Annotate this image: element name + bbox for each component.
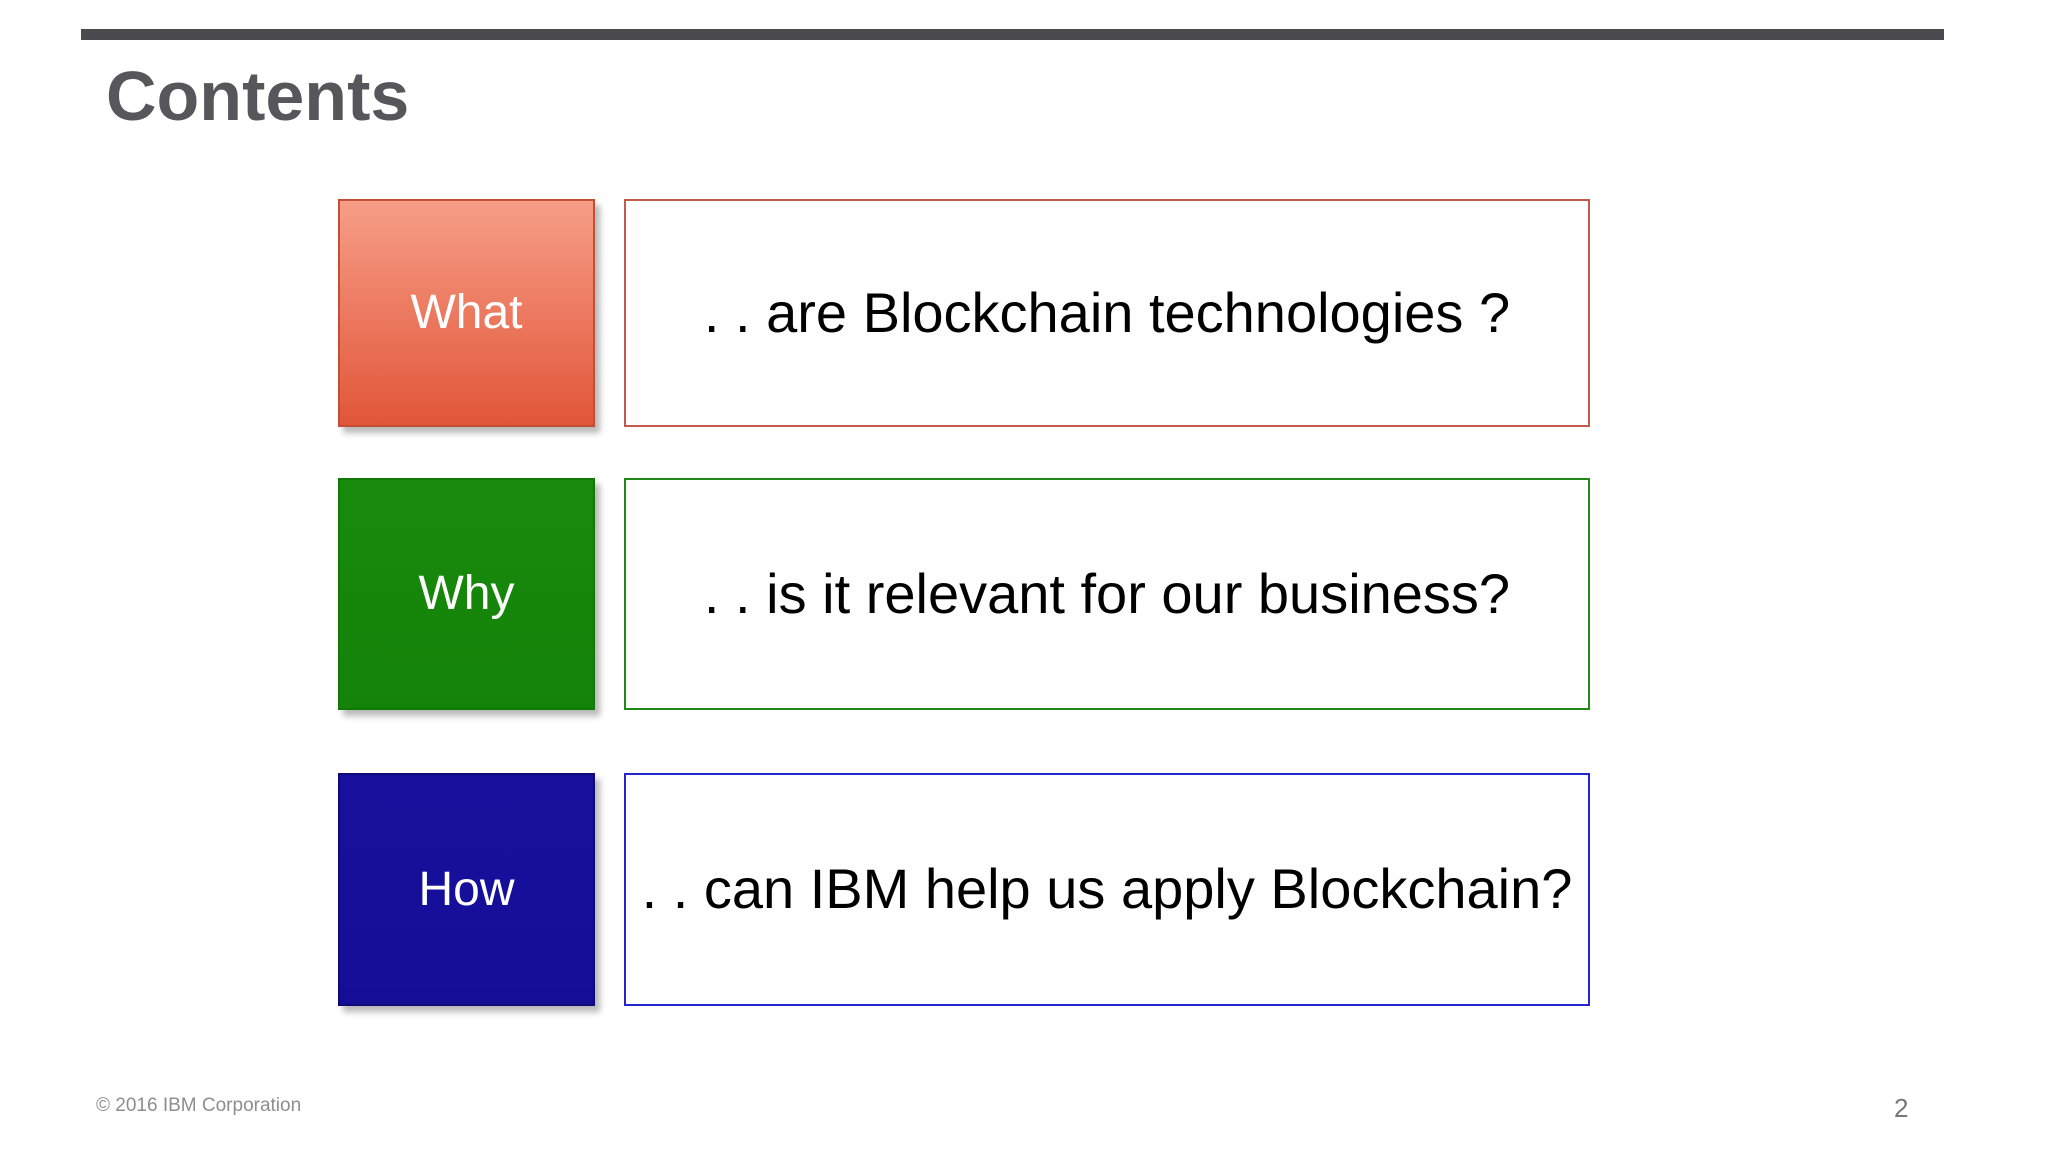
what-description: . . are Blockchain technologies ? (703, 280, 1511, 344)
copyright-text: © 2016 IBM Corporation (96, 1095, 302, 1116)
what-label-box: What (338, 199, 595, 427)
page-number: 2 (1894, 1093, 1909, 1123)
how-description-box: . . can IBM help us apply Blockchain? (624, 773, 1590, 1006)
what-description-box: . . are Blockchain technologies ? (624, 199, 1590, 427)
contents-row-what: What . . are Blockchain technologies ? (0, 199, 2048, 427)
contents-row-how: How . . can IBM help us apply Blockchain… (0, 773, 2048, 1006)
how-label: How (418, 862, 515, 916)
how-description: . . can IBM help us apply Blockchain? (641, 857, 1573, 921)
slide-accent-bar (81, 29, 1944, 40)
why-description: . . is it relevant for our business? (703, 561, 1511, 625)
slide-title: Contents (106, 57, 410, 135)
contents-row-why: Why . . is it relevant for our business? (0, 478, 2048, 710)
what-label: What (410, 286, 523, 339)
how-label-box: How (338, 773, 595, 1006)
why-label-box: Why (338, 478, 595, 710)
why-description-box: . . is it relevant for our business? (624, 478, 1590, 710)
why-label: Why (418, 567, 515, 620)
